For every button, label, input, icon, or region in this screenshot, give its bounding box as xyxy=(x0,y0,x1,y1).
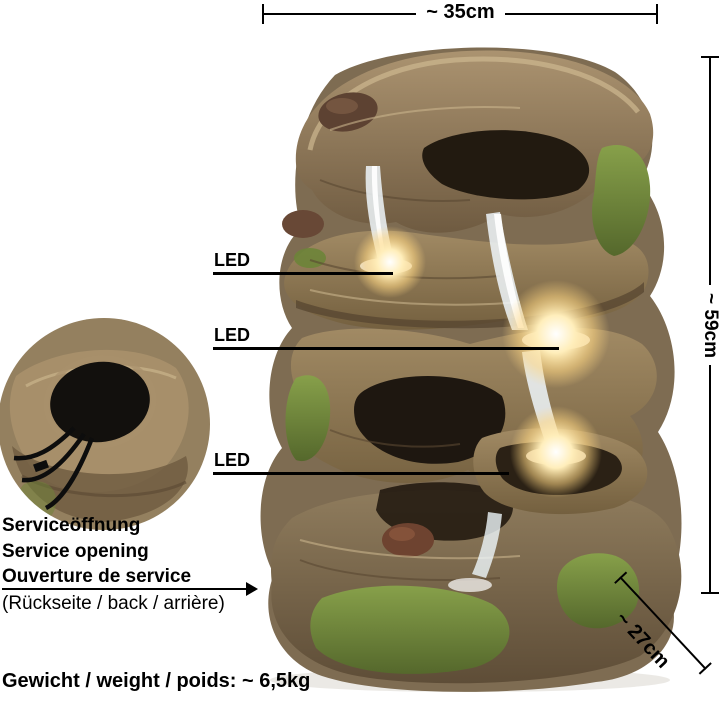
led-glows xyxy=(354,226,610,498)
led-label-3: LED xyxy=(214,450,250,470)
led-pointer-line-3 xyxy=(213,472,509,475)
decorative-stones xyxy=(282,92,434,557)
width-dimension-label: ~ 35cm xyxy=(263,1,658,24)
width-dimension-tick-right xyxy=(656,4,658,24)
height-dimension-tick-top xyxy=(701,56,719,58)
service-opening-label-fr: Ouverture de service xyxy=(2,566,192,587)
arrow-right-icon xyxy=(246,582,258,596)
led-pointer-line-1 xyxy=(213,272,393,275)
led-label-1: LED xyxy=(214,250,250,270)
led-label-2: LED xyxy=(214,325,250,345)
moss-patches xyxy=(285,145,651,674)
height-dimension-label: ~ 59cm xyxy=(699,57,720,593)
led-pointer-line-2 xyxy=(213,347,559,350)
height-dimension-tick-bottom xyxy=(701,592,719,594)
service-opening-label-en: Service opening xyxy=(2,541,149,562)
service-opening-pointer-line xyxy=(2,588,246,590)
service-opening-note: (Rückseite / back / arrière) xyxy=(2,593,225,614)
weight-label: Gewicht / weight / poids: ~ 6,5kg xyxy=(2,670,311,692)
width-dimension-tick-left xyxy=(262,4,264,24)
service-opening-label-de: Serviceöffnung xyxy=(2,515,141,536)
service-opening-inset-photo xyxy=(0,318,210,530)
power-cables xyxy=(13,426,95,511)
